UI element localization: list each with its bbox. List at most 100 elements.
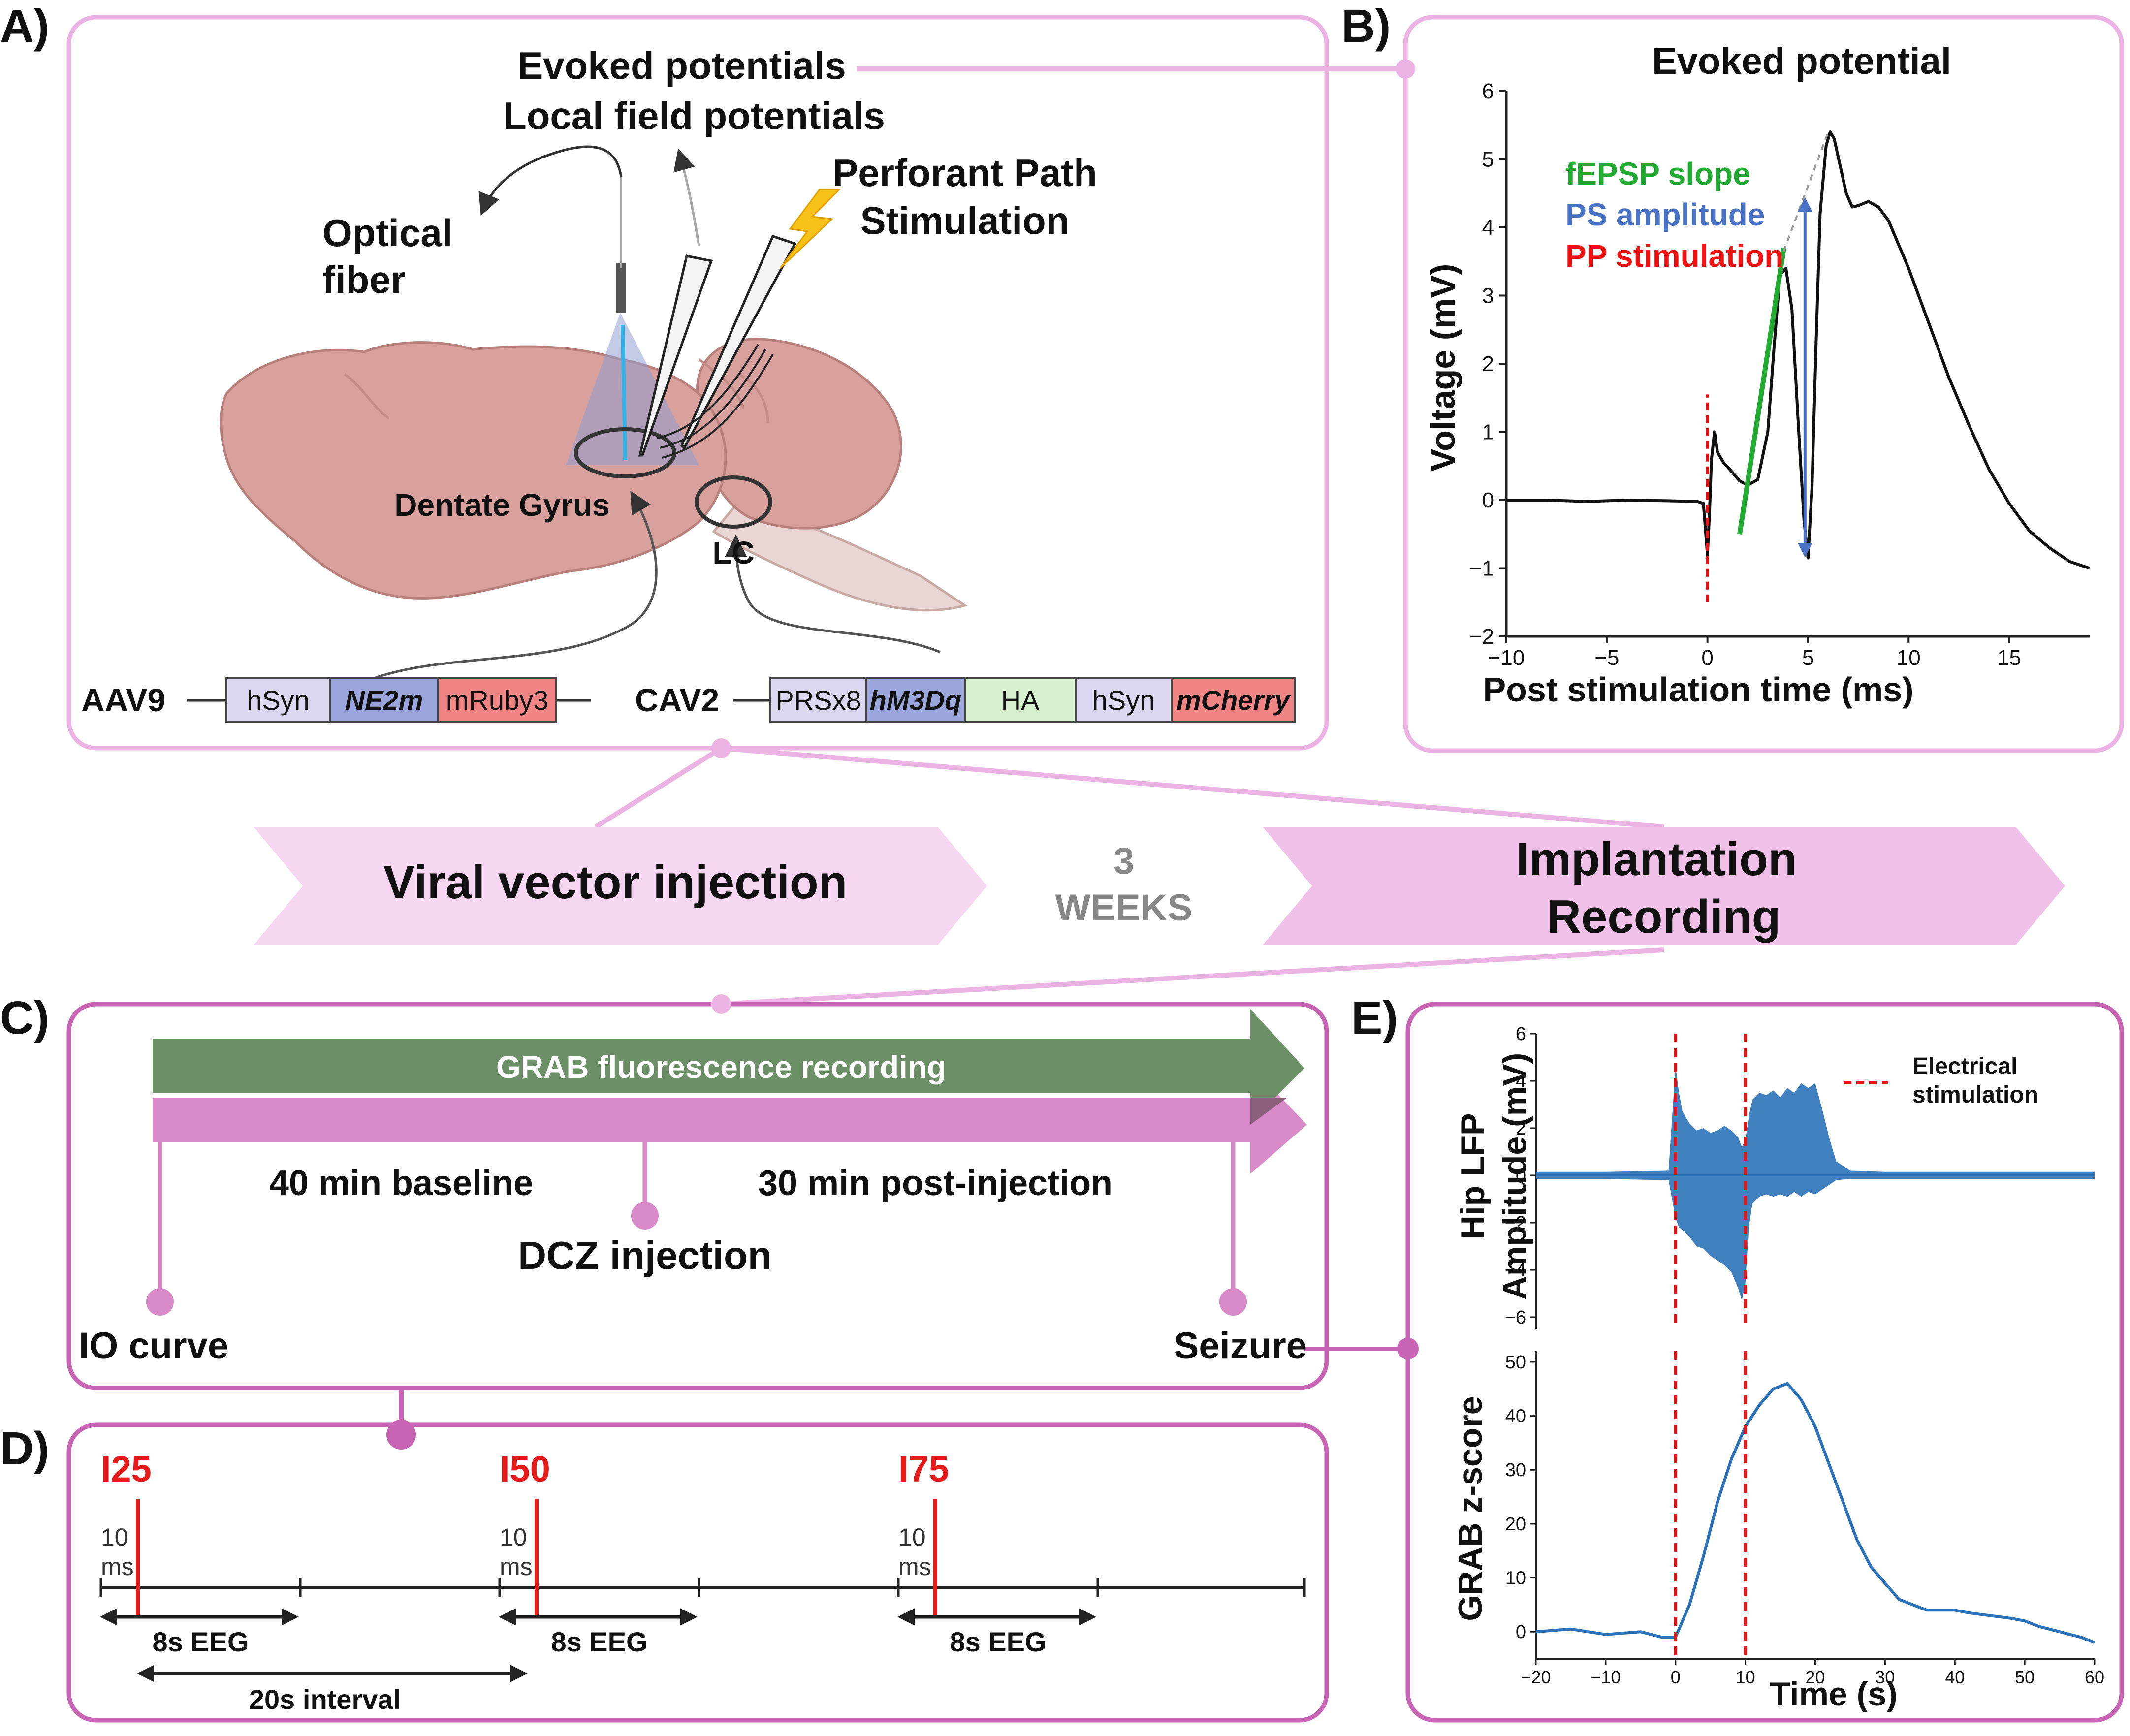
y-tick-label: 50: [1505, 1352, 1526, 1373]
timeline-recording: Recording: [1547, 890, 1781, 943]
label-optical: Optical: [322, 211, 452, 254]
y-tick-label: −4: [1505, 1260, 1526, 1281]
eeg-window-label: 8s EEG: [551, 1626, 647, 1657]
x-tick-label: 15: [1997, 646, 2021, 670]
construct-element-label: HA: [1001, 685, 1040, 716]
construct-element-box: [329, 677, 439, 723]
arrow-lfp: [673, 148, 700, 247]
optical-fiber-light: [621, 324, 627, 461]
chart-b-title: Evoked potential: [1652, 40, 1951, 82]
label-evoked-potentials: Evoked potentials: [517, 44, 846, 87]
timeline-gap-weeks: WEEKS: [1055, 887, 1193, 929]
tangent-dashed-line: [1779, 131, 1829, 262]
io-curve-dot: [146, 1288, 174, 1316]
x-tick-label: 5: [1802, 646, 1814, 670]
label-local-field-potentials: Local field potentials: [503, 94, 885, 137]
construct-element-label: NE2m: [345, 685, 423, 716]
dcz-dot: [631, 1202, 659, 1230]
grab-recording-label: GRAB fluorescence recording: [496, 1049, 946, 1085]
pulse-duration-unit: ms: [500, 1553, 533, 1580]
panel-a-frame: [66, 15, 1329, 751]
seizure-dot: [1219, 1288, 1247, 1316]
pulse-duration-unit: ms: [101, 1553, 134, 1580]
fepsp-slope-line: [1737, 247, 1786, 535]
panel-label-a: A): [0, 0, 49, 52]
y-tick-label: −6: [1505, 1307, 1526, 1328]
stimulating-electrode: [680, 234, 797, 450]
construct-element-label: hM3Dq: [870, 685, 962, 716]
dentate-gyrus-ellipse: [574, 427, 676, 478]
panel-d-frame: [66, 1422, 1329, 1723]
construct-element-label: mCherry: [1176, 685, 1291, 716]
x-tick-label: 20: [1805, 1667, 1825, 1687]
y-tick-label: −2: [1505, 1213, 1526, 1233]
pulse-duration-value: 10: [898, 1523, 926, 1551]
y-tick-label: −1: [1469, 557, 1494, 581]
connector-dot-d: [386, 1420, 416, 1450]
seizure-label: Seizure: [1174, 1325, 1307, 1367]
construct-element-box: [1171, 677, 1296, 723]
arrow-cav2-to-lc: [725, 535, 941, 654]
construct-element-label: PRSx8: [775, 685, 861, 716]
panel-label-e: E): [1351, 992, 1398, 1044]
panel-c-frame: [66, 1002, 1329, 1390]
timeline-viral-injection: Viral vector injection: [383, 856, 848, 909]
y-tick-label: 0: [1516, 1166, 1526, 1186]
construct-element-box: [437, 677, 557, 723]
construct-element-box: [225, 677, 331, 723]
io-curve-label: IO curve: [79, 1325, 228, 1367]
pulse-duration-value: 10: [101, 1523, 128, 1551]
y-tick-label: 3: [1482, 284, 1494, 308]
chart-e2-ylabel: GRAB z-score: [1452, 1396, 1489, 1621]
y-tick-label: 4: [1482, 216, 1494, 240]
dcz-injection-label: DCZ injection: [518, 1233, 772, 1277]
x-tick-label: −5: [1594, 646, 1619, 670]
x-tick-label: 50: [2015, 1667, 2035, 1687]
construct-aav9-name: AAV9: [81, 682, 165, 718]
pulse-label: I50: [500, 1449, 550, 1489]
annotation-pp-stimulation: PP stimulation: [1565, 238, 1783, 274]
x-tick-label: 30: [1875, 1667, 1895, 1687]
label-stimulation: Stimulation: [860, 199, 1070, 242]
panel-label-d: D): [0, 1422, 49, 1475]
eeg-window-label: 8s EEG: [950, 1626, 1046, 1657]
x-tick-label: 60: [2085, 1667, 2104, 1687]
timeline-implantation: Implantation: [1516, 833, 1797, 885]
baseline-label: 40 min baseline: [269, 1164, 533, 1203]
arrow-optical-fiber: [478, 145, 623, 216]
eeg-window-label: 8s EEG: [152, 1626, 249, 1657]
pulse-label: I75: [898, 1449, 949, 1489]
optical-fiber-cone: [566, 313, 699, 465]
panel-label-c: C): [0, 992, 49, 1044]
construct-element-label: mRuby3: [446, 685, 549, 716]
label-perforant-path: Perforant Path: [832, 151, 1097, 194]
legend-text-1: Electrical: [1912, 1053, 2017, 1079]
annotation-ps-amplitude: PS amplitude: [1565, 197, 1765, 232]
pink-recording-arrow: [153, 1066, 1307, 1174]
connector-dot-a: [711, 738, 731, 758]
timeline-arrow-right: [1263, 827, 2065, 945]
y-tick-label: 5: [1482, 148, 1494, 172]
pulse-duration-unit: ms: [898, 1553, 931, 1580]
panel-b-frame: [1403, 15, 2124, 753]
legend-text-2: stimulation: [1912, 1082, 2038, 1108]
grab-recording-arrow: [153, 1009, 1304, 1122]
connector-dot-c: [711, 994, 731, 1014]
chart-e1-ylabel-2: Amplitude (mV): [1496, 1053, 1533, 1300]
connector-lines: [594, 66, 1664, 1007]
arrow-overlap: [1250, 1098, 1287, 1125]
construct-element-label: hSyn: [247, 685, 310, 716]
y-tick-label: −2: [1469, 625, 1494, 649]
lightning-bolt-icon: [779, 189, 841, 269]
y-tick-label: 2: [1516, 1118, 1526, 1139]
arrow-aav9-to-dg: [358, 491, 658, 686]
y-tick-label: 40: [1505, 1406, 1526, 1427]
construct-aav9: AAV9 hSyn NE2m mRuby3: [81, 677, 591, 723]
grab-trace: [1535, 1382, 2096, 1644]
x-tick-label: 0: [1701, 646, 1713, 670]
